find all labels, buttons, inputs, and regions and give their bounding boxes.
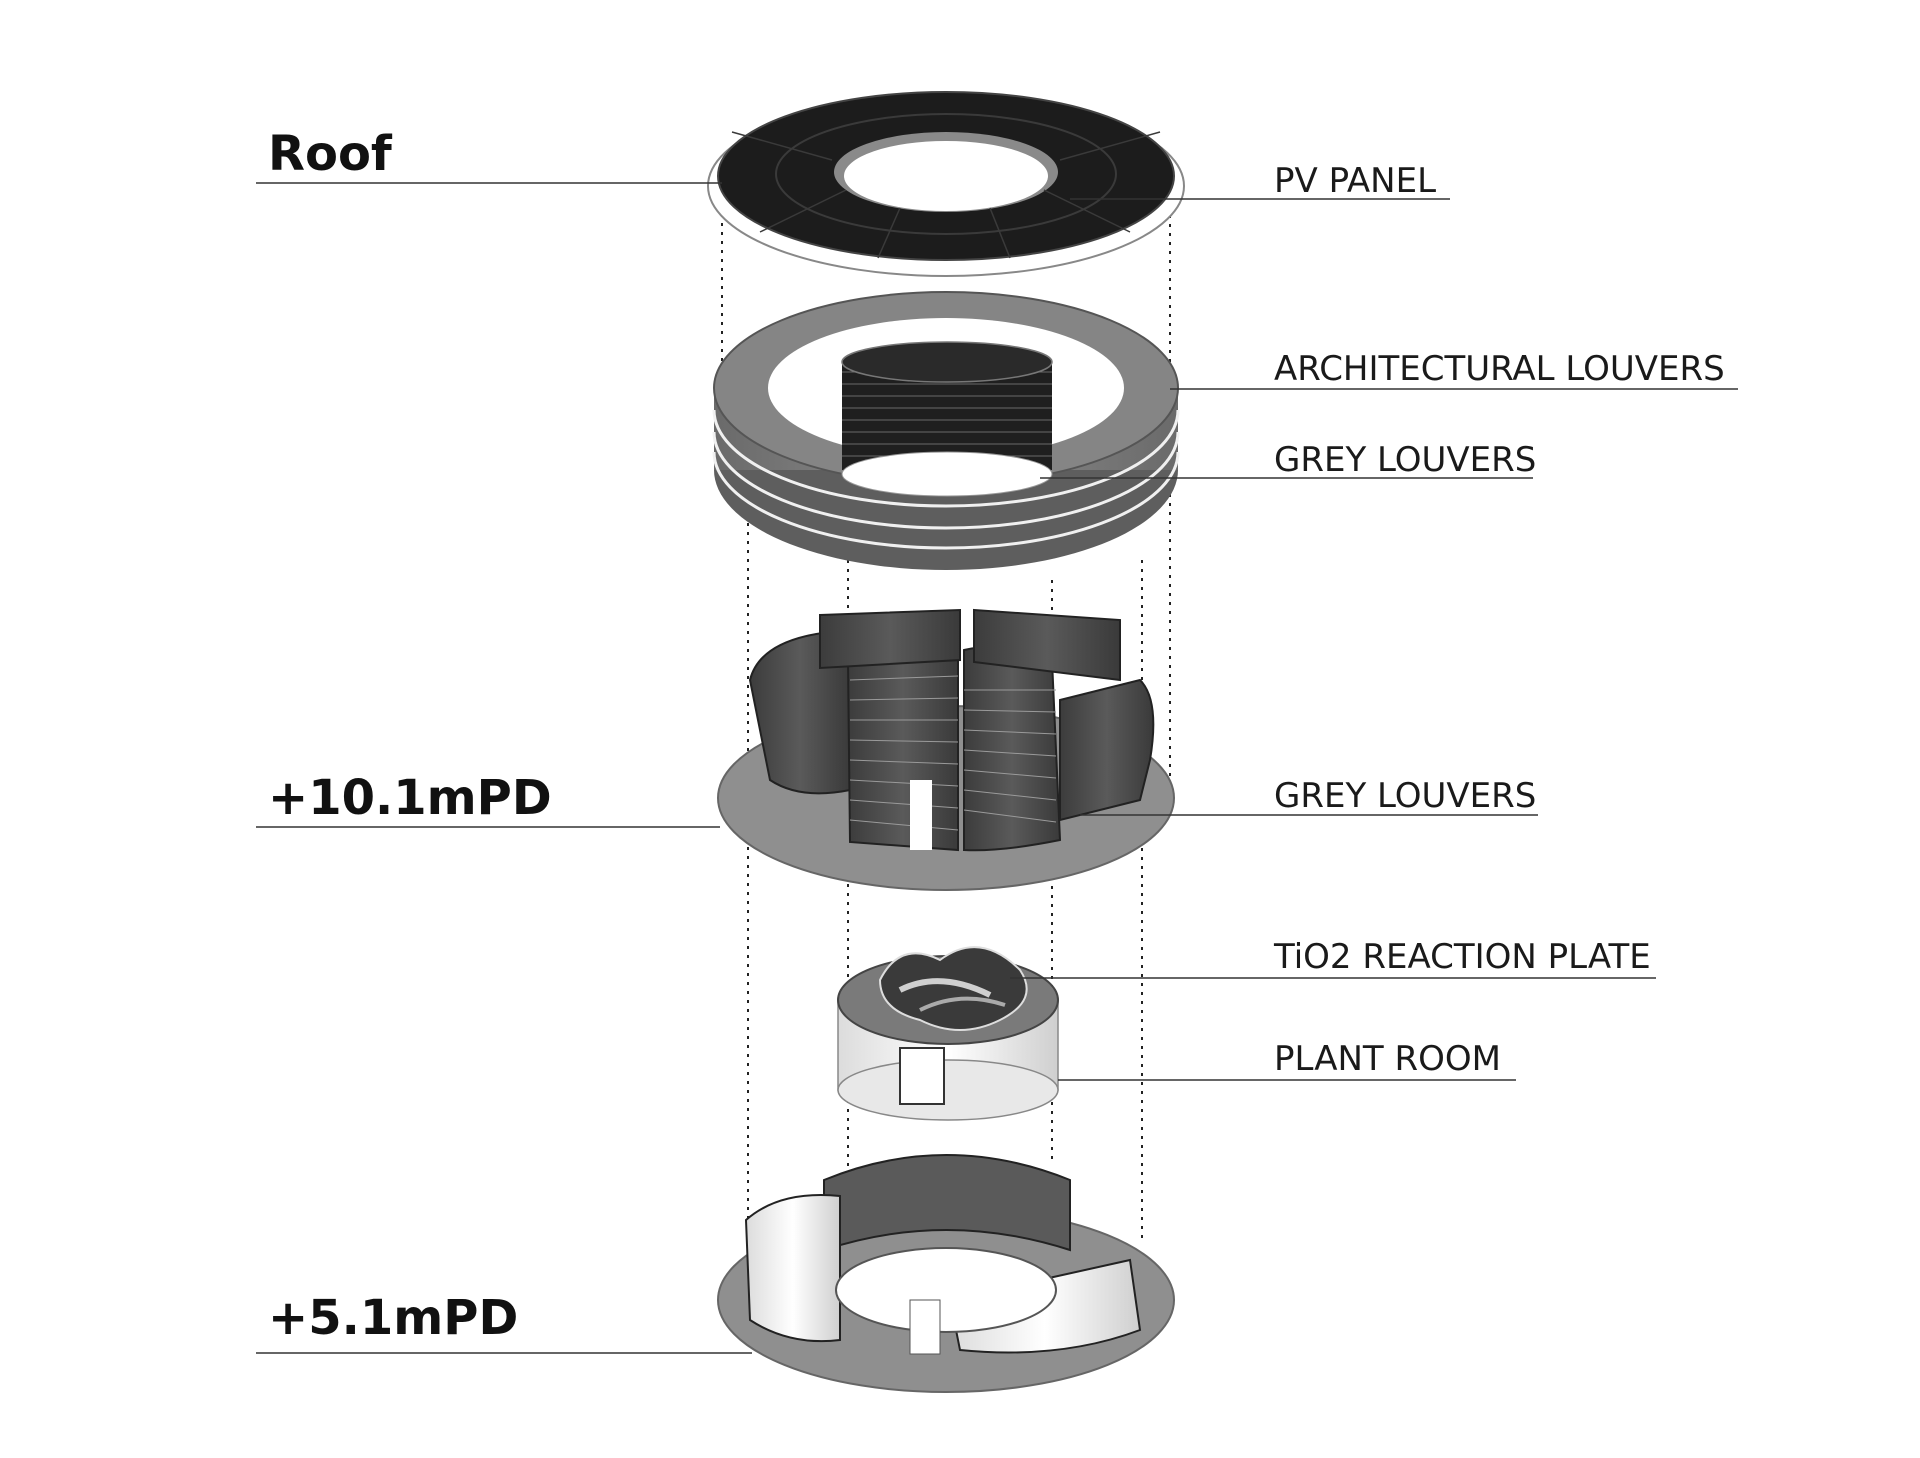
level-label-upper: +10.1mPD bbox=[268, 770, 552, 826]
label-tio2-reaction-plate: TiO2 REACTION PLATE bbox=[1274, 937, 1651, 977]
component-leader-lines bbox=[1010, 198, 1738, 1081]
level-label-roof: Roof bbox=[268, 126, 392, 182]
label-grey-louvers-upper: GREY LOUVERS bbox=[1274, 440, 1537, 480]
label-plant-room: PLANT ROOM bbox=[1274, 1039, 1501, 1079]
label-grey-louvers-lower: GREY LOUVERS bbox=[1274, 776, 1537, 816]
plant-room bbox=[837, 946, 1059, 1121]
level-label-lower: +5.1mPD bbox=[268, 1290, 519, 1346]
level-leader-lines bbox=[256, 182, 752, 1354]
label-pv-panel: PV PANEL bbox=[1274, 161, 1437, 201]
pv-panel-ring bbox=[707, 91, 1185, 277]
architectural-louver-ring bbox=[712, 291, 1180, 570]
label-architectural-louvers: ARCHITECTURAL LOUVERS bbox=[1274, 349, 1725, 389]
upper-floor bbox=[717, 608, 1175, 891]
lower-floor bbox=[717, 1154, 1175, 1393]
